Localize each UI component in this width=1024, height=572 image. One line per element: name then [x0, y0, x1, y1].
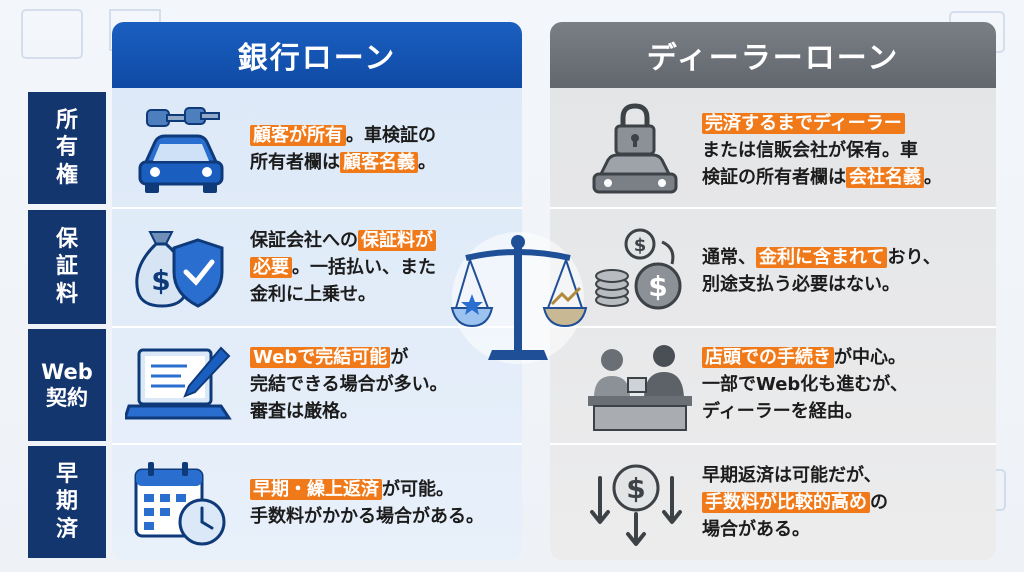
text-line: 検証の所有者欄は会社名義。 — [702, 164, 942, 191]
highlighted-text: Webで完結可能 — [250, 347, 391, 368]
text-segment: 通常、 — [702, 247, 756, 268]
text-segment: 完結できる場合が多い。 — [250, 374, 448, 395]
highlighted-text: 保証料が — [358, 230, 436, 251]
row-label-ownership: 所 有 権 — [28, 92, 106, 204]
text-segment: 。 — [924, 167, 942, 188]
highlighted-text: 店頭での手続き — [702, 347, 834, 368]
text-line: 手数料がかかる場合がある。 — [250, 503, 484, 530]
highlighted-text: 早期・繰上返済 — [250, 479, 382, 500]
bank-web-text: Webで完結可能が完結できる場合が多い。審査は厳格。 — [250, 344, 448, 425]
highlighted-text: 顧客が所有 — [250, 125, 346, 146]
text-line: 必要。一括払い、また — [250, 254, 436, 281]
text-segment: 別途支払う必要はない。 — [702, 274, 900, 295]
text-segment: おり、 — [887, 247, 941, 268]
text-line: 店頭での手続きが中心。 — [702, 344, 908, 371]
balance-scale-icon — [450, 232, 588, 364]
highlighted-text: 手数料が比較的高め — [702, 492, 870, 513]
text-segment: 。 — [418, 152, 436, 173]
coins-dollar-icon: $ $ — [595, 228, 682, 310]
text-line: 早期・繰上返済が可能。 — [250, 476, 484, 503]
bank-loan-header: 銀行ローン — [112, 22, 522, 88]
svg-text:$: $ — [648, 270, 667, 303]
text-segment: 金利に上乗せ。 — [250, 284, 376, 305]
highlighted-text: 金利に含まれて — [756, 247, 888, 268]
locked-car-icon — [592, 103, 678, 194]
text-line: 別途支払う必要はない。 — [702, 271, 941, 298]
money-bag-shield-icon: $ — [135, 231, 224, 308]
dealer-loan-header: ディーラーローン — [550, 22, 996, 88]
svg-text:$: $ — [151, 264, 170, 297]
text-line: または信販会社が保有。車 — [702, 137, 942, 164]
highlighted-text: 会社名義 — [846, 167, 924, 188]
dealer-ownership-text: 完済するまでディーラーまたは信販会社が保有。車検証の所有者欄は会社名義。 — [702, 110, 942, 191]
highlighted-text: 必要 — [250, 257, 292, 278]
row-label-early-repayment: 早 期 済 — [28, 446, 106, 558]
laptop-pen-icon — [125, 346, 232, 420]
text-segment: 手数料がかかる場合がある。 — [250, 506, 484, 527]
text-line: 早期返済は可能だが、 — [702, 462, 888, 489]
text-line: 審査は厳格。 — [250, 398, 448, 425]
text-segment: 一部でWeb化も進むが、 — [702, 374, 908, 395]
bank-early-text: 早期・繰上返済が可能。手数料がかかる場合がある。 — [250, 476, 484, 530]
calendar-clock-icon — [134, 462, 226, 546]
counter-staff-icon — [588, 345, 692, 431]
highlighted-text: 顧客名義 — [340, 152, 418, 173]
text-line: 所有者欄は顧客名義。 — [250, 149, 436, 176]
text-line: 通常、金利に含まれており、 — [702, 244, 941, 271]
svg-text:$: $ — [634, 235, 647, 256]
text-segment: 所有者欄は — [250, 152, 340, 173]
text-segment: 早期返済は可能だが、 — [702, 465, 882, 486]
row-label-guarantee-fee: 保 証 料 — [28, 210, 106, 324]
row-label-web-contract: Web 契約 — [28, 329, 106, 441]
text-line: 手数料が比較的高めの — [702, 489, 888, 516]
text-segment: 検証の所有者欄は — [702, 167, 846, 188]
highlighted-text: 完済するまでディーラー — [702, 113, 905, 134]
text-line: Webで完結可能が — [250, 344, 448, 371]
text-segment: が中心。 — [834, 347, 906, 368]
text-line: 一部でWeb化も進むが、 — [702, 371, 908, 398]
bank-ownership-text: 顧客が所有。車検証の所有者欄は顧客名義。 — [250, 122, 436, 176]
text-segment: 審査は厳格。 — [250, 401, 358, 422]
text-segment: 。車検証の — [346, 125, 436, 146]
text-line: ディーラーを経由。 — [702, 398, 908, 425]
car-keys-icon — [138, 107, 224, 193]
text-segment: 。一括払い、また — [292, 257, 436, 278]
text-line: 顧客が所有。車検証の — [250, 122, 436, 149]
text-segment: 保証会社への — [250, 230, 358, 251]
dollar-down-arrows-icon: $ — [590, 464, 682, 546]
svg-text:$: $ — [626, 472, 645, 505]
text-segment: または信販会社が保有。車 — [702, 140, 918, 161]
text-segment: の — [870, 492, 888, 513]
dealer-guarantee-text: 通常、金利に含まれており、別途支払う必要はない。 — [702, 244, 941, 298]
text-segment: が — [390, 347, 409, 368]
text-segment: 場合がある。 — [702, 519, 810, 540]
text-segment: ディーラーを経由。 — [702, 401, 863, 422]
dealer-early-text: 早期返済は可能だが、手数料が比較的高めの場合がある。 — [702, 462, 888, 543]
dealer-web-text: 店頭での手続きが中心。一部でWeb化も進むが、ディーラーを経由。 — [702, 344, 908, 425]
text-line: 完済するまでディーラー — [702, 110, 942, 137]
bank-guarantee-text: 保証会社への保証料が必要。一括払い、また金利に上乗せ。 — [250, 227, 436, 308]
text-line: 完結できる場合が多い。 — [250, 371, 448, 398]
text-segment: が可能。 — [382, 479, 454, 500]
text-line: 金利に上乗せ。 — [250, 281, 436, 308]
text-line: 保証会社への保証料が — [250, 227, 436, 254]
text-line: 場合がある。 — [702, 516, 888, 543]
